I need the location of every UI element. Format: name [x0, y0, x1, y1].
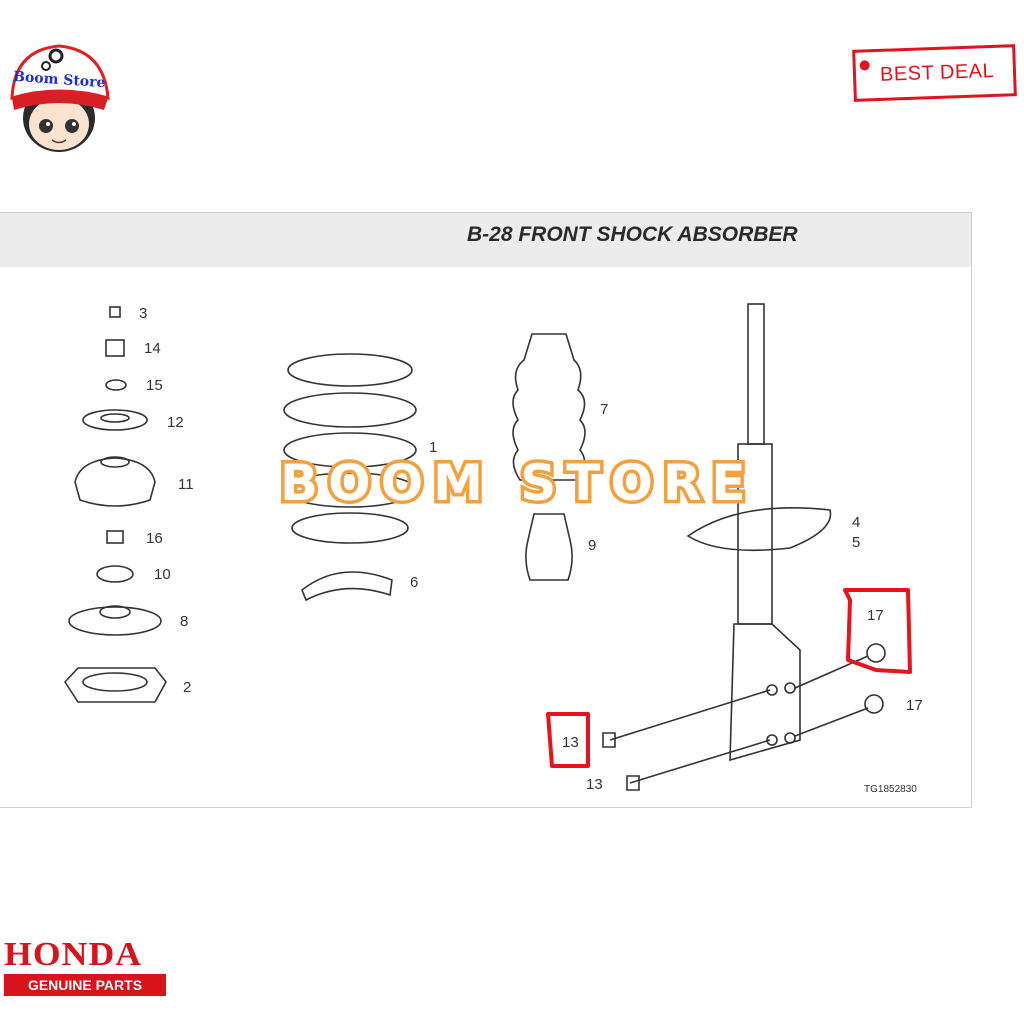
callout-2: 2	[183, 679, 191, 696]
honda-wordmark: HONDA	[4, 936, 143, 973]
genuine-parts-label: GENUINE PARTS	[4, 974, 166, 996]
callout-11: 11	[178, 476, 194, 493]
diagram-code: TG1852830	[864, 784, 917, 795]
boom-store-logo: Boom Store	[4, 36, 114, 156]
callout-7: 7	[600, 401, 608, 418]
callout-16: 16	[146, 530, 163, 547]
honda-genuine-parts-logo: HONDA GENUINE PARTS	[4, 938, 166, 996]
diagram-title: B-28 FRONT SHOCK ABSORBER	[467, 223, 798, 246]
callout-4: 4	[852, 514, 860, 531]
callout-13-top: 13	[562, 734, 579, 751]
callout-14: 14	[144, 340, 161, 357]
watermark: BOOM STORE	[280, 454, 756, 512]
callout-3: 3	[139, 305, 147, 322]
callout-13-bottom: 13	[586, 776, 603, 793]
diagram-header: B-28 FRONT SHOCK ABSORBER	[0, 213, 971, 267]
callout-12: 12	[167, 414, 184, 431]
callout-17-bottom: 17	[906, 697, 923, 714]
logo-text: Boom Store	[13, 69, 106, 91]
callout-labels: 3 14 15 12 11 16 10 8 2 1 6 7 9 4 5 17 1…	[139, 305, 923, 795]
dust-boot	[512, 333, 586, 581]
callout-15: 15	[146, 377, 163, 394]
highlight-box-13	[546, 712, 590, 768]
strut-assembly	[602, 303, 886, 791]
highlight-box-17	[843, 588, 912, 674]
callout-10: 10	[154, 566, 171, 583]
parts-diagram-frame: B-28 FRONT SHOCK ABSORBER	[0, 212, 972, 808]
callout-9: 9	[588, 537, 596, 554]
callout-8: 8	[180, 613, 188, 630]
callout-1: 1	[429, 439, 437, 456]
callout-6: 6	[410, 574, 418, 591]
coil-spring	[283, 353, 417, 602]
callout-5: 5	[852, 534, 860, 551]
mount-parts	[63, 306, 167, 703]
callout-17-top: 17	[867, 607, 884, 624]
